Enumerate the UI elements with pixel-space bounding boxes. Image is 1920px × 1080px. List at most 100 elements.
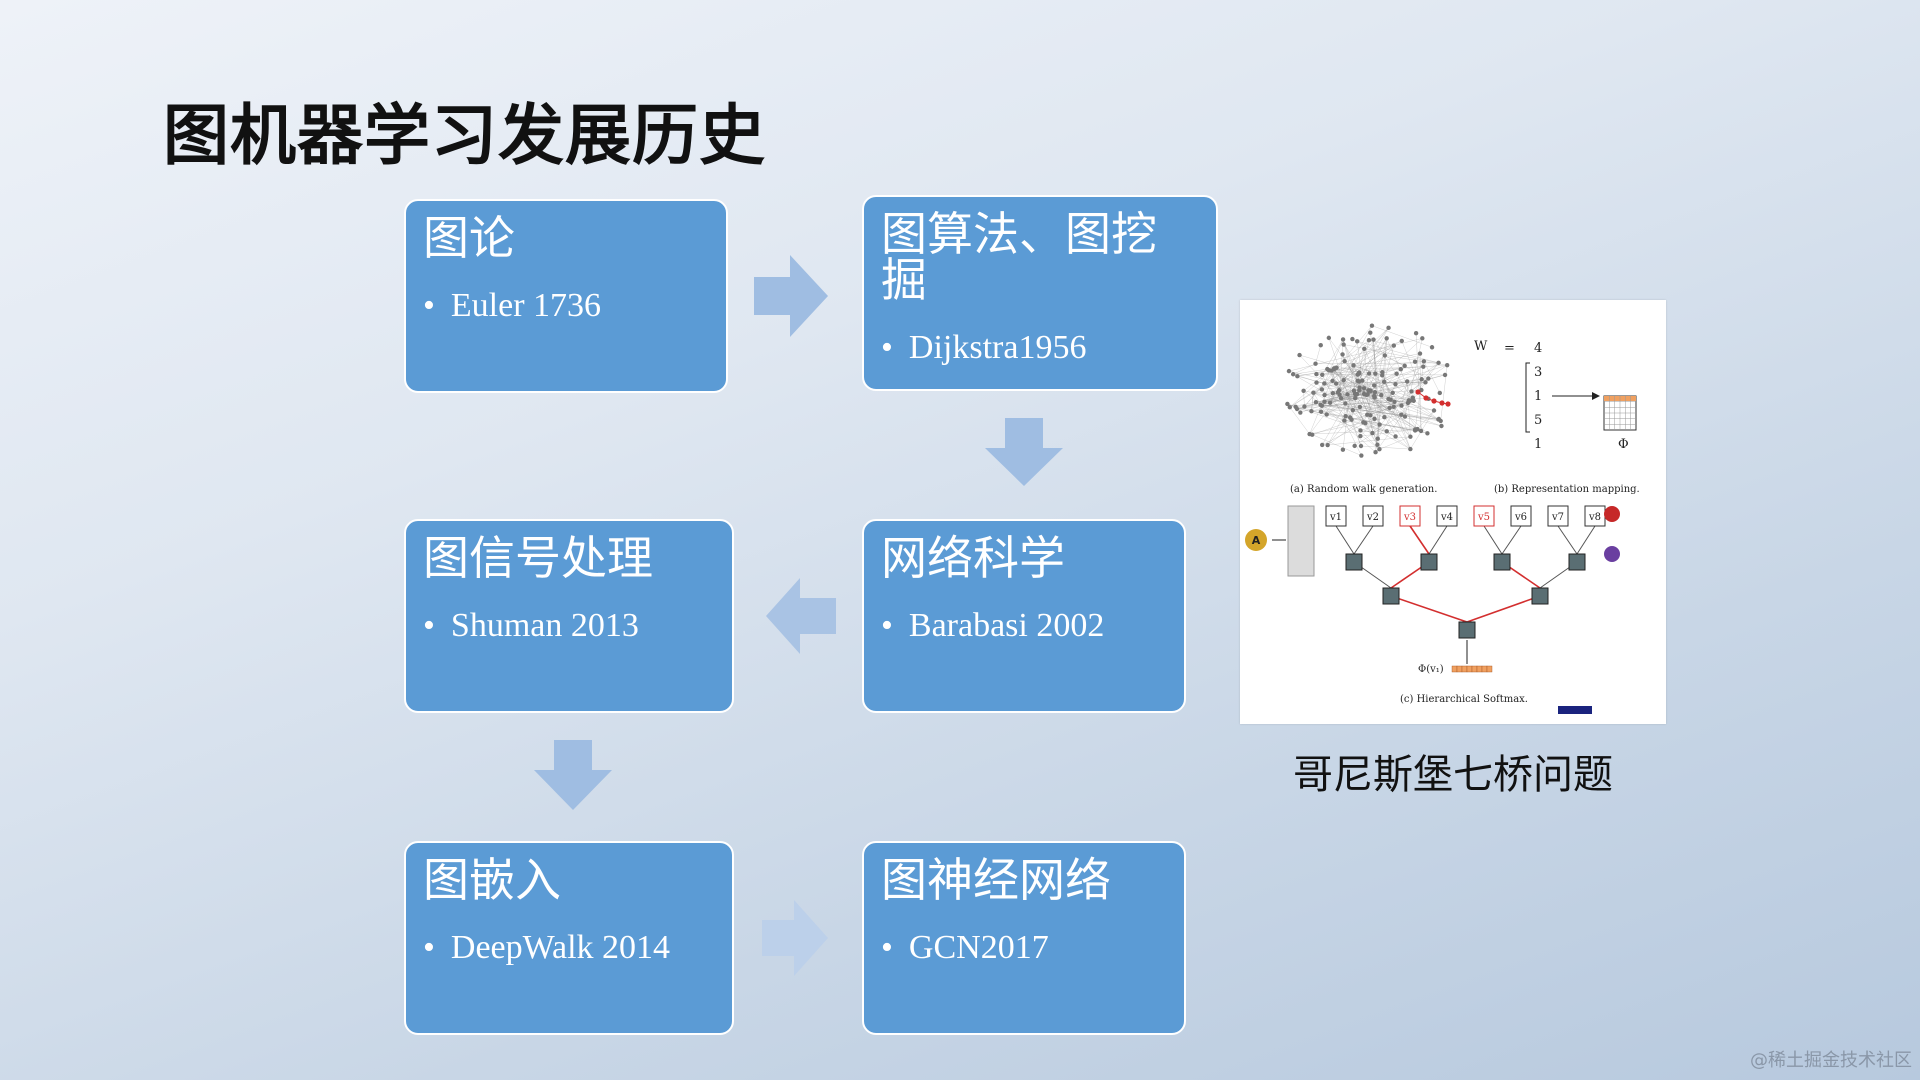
- node-heading: 图信号处理: [423, 531, 653, 585]
- arrow-right-icon: [762, 900, 828, 976]
- graph-node: [1382, 415, 1387, 420]
- node-heading: 图论: [423, 211, 515, 265]
- graph-edge: [1383, 338, 1387, 382]
- graph-node: [1372, 383, 1377, 388]
- tree-edge: [1576, 525, 1596, 555]
- graph-node: [1439, 423, 1444, 429]
- graph-node: [1333, 381, 1339, 386]
- walk-edge: [1425, 397, 1435, 402]
- graph-node: [1372, 416, 1377, 421]
- graph-node: [1373, 450, 1378, 455]
- graph-edge: [1336, 345, 1394, 384]
- node-graph-embedding: 图嵌入 •DeepWalk 2014: [404, 841, 734, 1035]
- node-heading: 图神经网络: [881, 853, 1111, 907]
- tree-edge: [1428, 525, 1448, 555]
- graph-node: [1373, 371, 1378, 376]
- graph-node: [1375, 442, 1380, 447]
- walk-value: 1: [1534, 389, 1542, 404]
- graph-node: [1347, 415, 1353, 420]
- graph-edge: [1406, 381, 1411, 437]
- graph-edge: [1379, 436, 1411, 450]
- graph-node: [1310, 432, 1315, 437]
- graph-node: [1431, 408, 1437, 413]
- graph-edge: [1360, 424, 1380, 431]
- graph-edge: [1331, 366, 1424, 371]
- graph-node: [1410, 395, 1416, 400]
- badge-a-label: A: [1252, 534, 1261, 547]
- graph-edge: [1372, 362, 1439, 434]
- graph-node: [1345, 392, 1350, 397]
- graph-node: [1375, 436, 1380, 441]
- side-marker-red: [1604, 506, 1620, 522]
- graph-node: [1393, 381, 1398, 387]
- graph-edge: [1303, 390, 1390, 409]
- graph-edge: [1392, 392, 1439, 420]
- graph-node: [1324, 412, 1329, 417]
- leaf-box: [1399, 505, 1421, 527]
- graph-edge: [1315, 345, 1321, 364]
- graph-node: [1413, 330, 1419, 336]
- node-heading: 网络科学: [881, 531, 1065, 585]
- leaf-label: v3: [1403, 512, 1416, 523]
- graph-edge: [1373, 339, 1380, 425]
- graph-edge: [1377, 361, 1425, 439]
- graph-edge: [1327, 338, 1387, 446]
- graph-edge: [1381, 381, 1408, 396]
- node-heading: 图算法、图挖掘: [881, 207, 1157, 307]
- walk-edge: [1433, 400, 1443, 404]
- graph-node: [1357, 404, 1363, 410]
- side-marker-purple: [1604, 546, 1620, 562]
- graph-node: [1412, 427, 1418, 432]
- tree-node: [1493, 553, 1511, 571]
- graph-node: [1421, 359, 1427, 364]
- graph-node: [1351, 363, 1356, 368]
- graph-node: [1287, 404, 1292, 410]
- tree-edge: [1557, 525, 1578, 555]
- graph-node: [1338, 396, 1344, 401]
- graph-node: [1340, 352, 1345, 357]
- graph-node: [1404, 379, 1410, 384]
- phi-vector-cell: [1456, 665, 1463, 673]
- walk-value: 3: [1534, 365, 1542, 380]
- graph-edge: [1333, 369, 1416, 431]
- phi-v1-label: Φ(v₁): [1418, 664, 1444, 675]
- graph-edge: [1328, 361, 1424, 371]
- graph-node: [1437, 390, 1443, 396]
- graph-node: [1325, 442, 1330, 448]
- graph-node: [1320, 372, 1325, 377]
- graph-node: [1392, 399, 1397, 404]
- graph-edge: [1320, 404, 1360, 408]
- graph-node: [1391, 343, 1397, 348]
- graph-node: [1381, 379, 1387, 384]
- graph-node: [1417, 351, 1423, 356]
- graph-node: [1330, 391, 1336, 396]
- graph-node: [1426, 376, 1431, 381]
- graph-node: [1421, 364, 1426, 369]
- graph-node: [1301, 388, 1306, 393]
- graph-node: [1369, 323, 1375, 328]
- graph-edge: [1401, 381, 1408, 406]
- leaf-box: [1362, 505, 1384, 527]
- leaf-box: [1510, 505, 1532, 527]
- node-bullet: •GCN2017: [881, 929, 1049, 966]
- graph-node: [1355, 378, 1360, 383]
- graph-edge: [1358, 368, 1401, 374]
- graph-node: [1340, 447, 1346, 452]
- graph-node: [1343, 413, 1348, 419]
- graph-edge: [1327, 368, 1441, 422]
- node-bullet: •DeepWalk 2014: [423, 929, 671, 966]
- arrow-down-icon: [985, 418, 1063, 486]
- graph-node: [1358, 443, 1364, 449]
- graph-edge: [1360, 445, 1411, 450]
- graph-node: [1425, 431, 1430, 436]
- graph-node: [1371, 337, 1376, 342]
- figure-label-b: (b) Representation mapping.: [1494, 484, 1640, 495]
- deepwalk-figure: (a) Random walk generation. (b) Represen…: [1240, 300, 1666, 724]
- leaf-box: [1436, 505, 1458, 527]
- graph-edge: [1414, 361, 1425, 431]
- graph-node: [1368, 413, 1373, 418]
- graph-edge: [1327, 340, 1402, 370]
- graph-node: [1387, 405, 1392, 411]
- tree-node: [1345, 553, 1363, 571]
- tree-edge: [1501, 525, 1522, 555]
